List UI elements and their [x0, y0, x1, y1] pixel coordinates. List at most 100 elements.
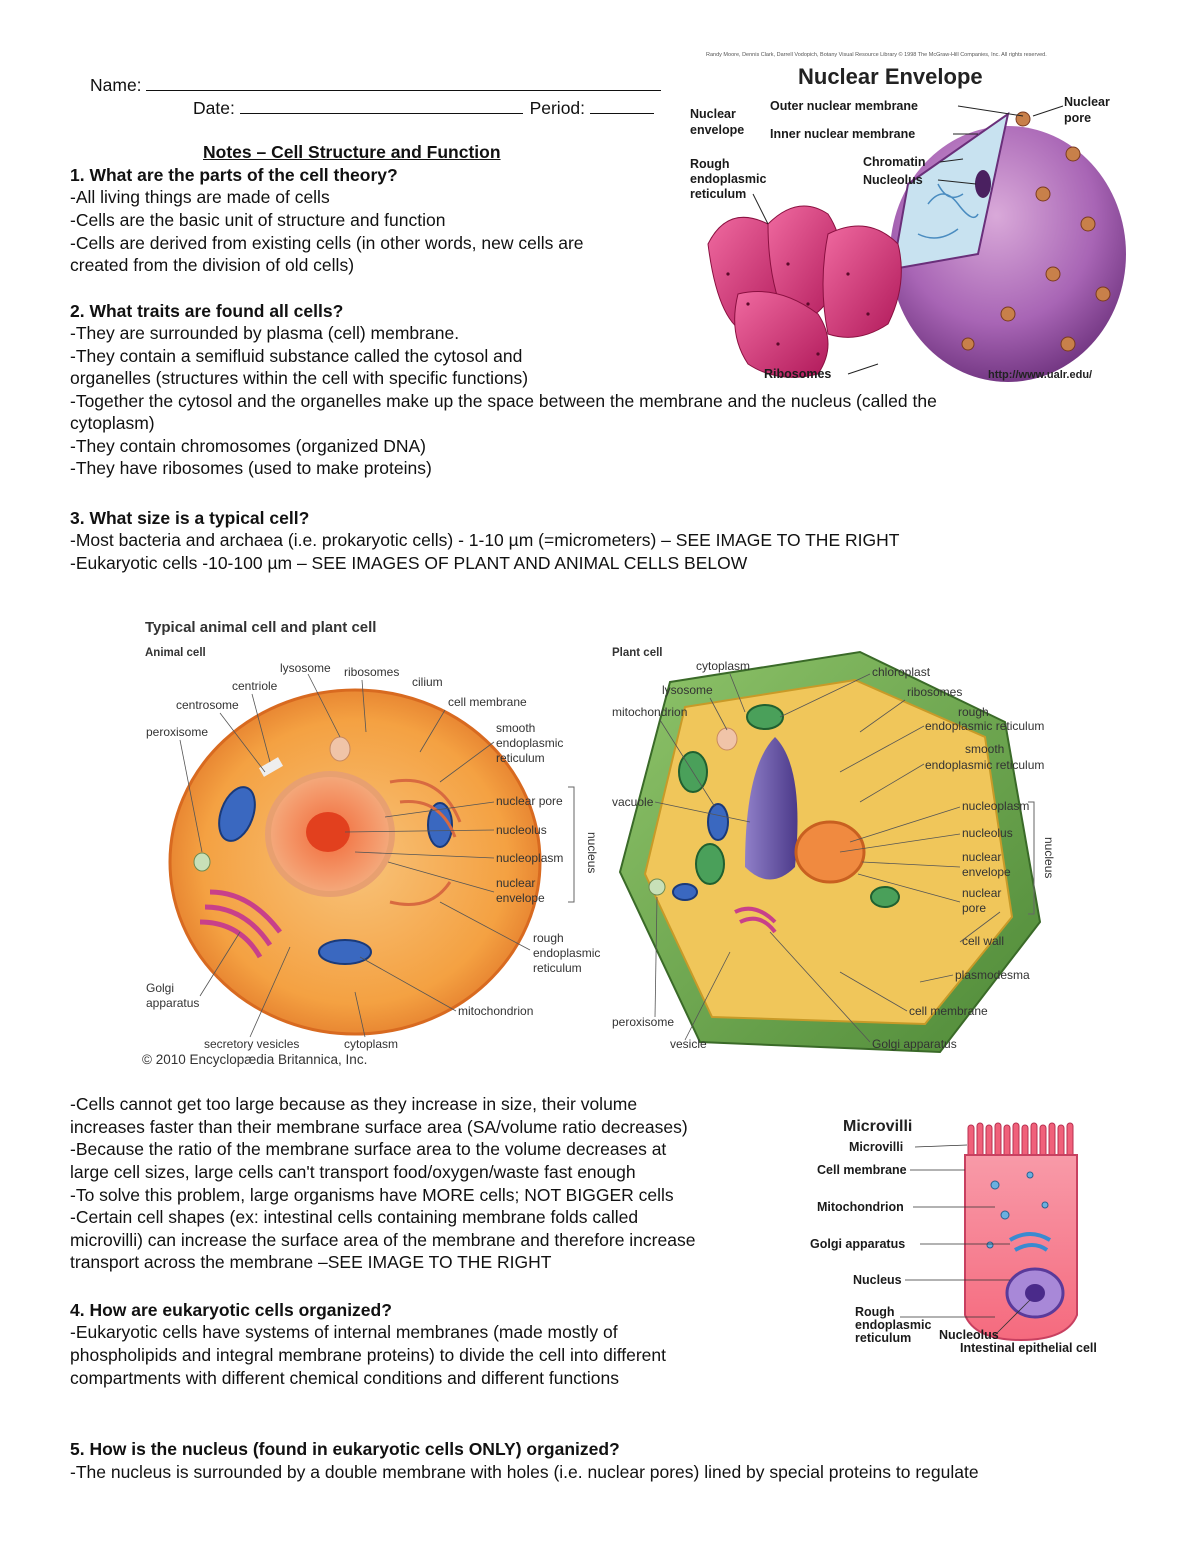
label-rer-1: Rough: [690, 157, 730, 171]
plant-label-rer-1: rough: [958, 705, 989, 719]
cells-figure-title: Typical animal cell and plant cell: [145, 619, 376, 636]
epithelial-golgi: [1008, 1232, 1052, 1252]
name-label: Name:: [90, 75, 142, 95]
period-blank[interactable]: [589, 95, 654, 114]
leader-line: [847, 363, 879, 375]
plant-label-cell-membrane: cell membrane: [909, 1004, 988, 1018]
animal-er: [389, 778, 462, 906]
plant-label-cell-wall: cell wall: [962, 934, 1004, 948]
section-2-line: -They contain a semifluid substance call…: [70, 346, 523, 366]
plant-label-ser-1: smooth: [965, 742, 1004, 756]
section-1-line: -All living things are made of cells: [70, 187, 330, 207]
animal-label-secretory: secretory vesicles: [204, 1037, 299, 1051]
animal-label-golgi-2: apparatus: [146, 996, 199, 1010]
plant-label-vesicle: vesicle: [670, 1037, 707, 1051]
section-3-line: -Eukaryotic cells -10-100 µm – SEE IMAGE…: [70, 553, 748, 573]
section-2-line: -They are surrounded by plasma (cell) me…: [70, 323, 460, 343]
plant-label-nucleus: nucleus: [1042, 837, 1056, 878]
mv-label-rer-3: reticulum: [855, 1331, 911, 1345]
label-nuclear-pore-1: Nuclear: [1064, 95, 1110, 109]
size-line: -Cells cannot get too large because as t…: [70, 1094, 638, 1114]
label-nuclear-envelope-2: envelope: [690, 123, 744, 137]
plant-peroxisome: [648, 878, 666, 896]
animal-label-peroxisome: peroxisome: [146, 725, 208, 739]
animal-label-ser-1: smooth: [496, 721, 535, 735]
animal-leader-lines: [179, 673, 531, 1038]
plant-chloroplasts: [678, 704, 900, 908]
label-rer-2: endoplasmic: [690, 172, 766, 186]
nuclear-credit: Randy Moore, Dennis Clark, Darrell Vodop…: [706, 51, 1047, 58]
mv-label-nucleolus: Nucleolus: [939, 1328, 999, 1342]
size-line: -Certain cell shapes (ex: intestinal cel…: [70, 1207, 639, 1227]
section-1-heading: 1. What are the parts of the cell theory…: [70, 165, 398, 185]
animal-peroxisome: [193, 852, 211, 872]
mv-label-cell-membrane: Cell membrane: [817, 1163, 907, 1177]
section-2-line: cytoplasm): [70, 413, 155, 433]
animal-plant-cell-figure: Typical animal cell and plant cell Anima…: [142, 619, 1056, 1067]
nucleolus-shape: [975, 170, 991, 198]
animal-label-rer-1: rough: [533, 931, 564, 945]
page-title: Notes – Cell Structure and Function: [203, 142, 501, 162]
epithelial-nucleolus: [1025, 1284, 1045, 1302]
animal-label-rer-3: reticulum: [533, 961, 582, 975]
section-2-line: organelles (structures within the cell w…: [70, 368, 529, 388]
section-4-line: phospholipids and integral membrane prot…: [70, 1345, 667, 1365]
plant-label-ribosomes: ribosomes: [907, 685, 962, 699]
animal-label-golgi-1: Golgi: [146, 981, 174, 995]
animal-cell-title: Animal cell: [145, 647, 206, 659]
name-blank[interactable]: [146, 72, 662, 91]
plant-lysosome: [716, 727, 738, 751]
section-5-line: -The nucleus is surrounded by a double m…: [70, 1462, 979, 1482]
date-blank[interactable]: [239, 95, 523, 114]
animal-label-nucleus: nucleus: [585, 832, 599, 873]
section-1-line: created from the division of old cells): [70, 255, 355, 275]
leader-line: [1032, 105, 1064, 117]
leader-line: [937, 179, 977, 185]
animal-nucleus-bracket: [568, 786, 575, 903]
label-nuclear-pore-2: pore: [1064, 111, 1091, 125]
plant-cell-title: Plant cell: [612, 647, 663, 659]
mv-label-golgi: Golgi apparatus: [810, 1237, 905, 1251]
animal-label-ribosomes: ribosomes: [344, 665, 399, 679]
nuclear-figure-title: Nuclear Envelope: [798, 64, 983, 89]
plant-label-nuclear-envelope-1: nuclear: [962, 850, 1001, 864]
animal-label-ser-2: endoplasmic: [496, 736, 563, 750]
mv-caption: Intestinal epithelial cell: [960, 1341, 1097, 1355]
animal-label-cilium: cilium: [412, 675, 443, 689]
section-4-heading: 4. How are eukaryotic cells organized?: [70, 1300, 392, 1320]
plant-label-nuclear-pore-2: pore: [962, 901, 986, 915]
animal-nucleolus: [306, 812, 350, 852]
plant-nucleus: [794, 820, 866, 884]
section-4-line: compartments with different chemical con…: [70, 1368, 619, 1388]
size-line: -Because the ratio of the membrane surfa…: [70, 1139, 667, 1159]
plant-label-peroxisome: peroxisome: [612, 1015, 674, 1029]
leader-line: [752, 193, 769, 225]
cells-copyright: © 2010 Encyclopædia Britannica, Inc.: [142, 1052, 367, 1067]
animal-label-cytoplasm: cytoplasm: [344, 1037, 398, 1051]
leader-line: [957, 105, 1024, 117]
animal-label-centriole: centriole: [232, 679, 278, 693]
plant-label-nuclear-pore-1: nuclear: [962, 886, 1001, 900]
animal-label-nuclear-envelope-2: envelope: [496, 891, 545, 905]
plant-nucleus-bracket: [1028, 801, 1035, 915]
animal-label-cell-membrane: cell membrane: [448, 695, 527, 709]
epithelial-vesicles: [986, 1171, 1049, 1249]
leader-line: [939, 158, 964, 163]
plant-golgi: [734, 906, 777, 934]
plant-label-chloroplast: chloroplast: [872, 665, 931, 679]
microvilli-fringe: [967, 1122, 1074, 1160]
section-2-line: -They contain chromosomes (organized DNA…: [70, 436, 426, 456]
microvilli-title: Microvilli: [843, 1118, 912, 1135]
plant-label-golgi: Golgi apparatus: [872, 1037, 957, 1051]
size-line: microvilli) can increase the surface are…: [70, 1230, 696, 1250]
label-outer-membrane: Outer nuclear membrane: [770, 99, 918, 113]
plant-vacuole: [745, 737, 798, 880]
microvilli-figure: Microvilli Microvilli Cell membrane Mito…: [810, 1118, 1097, 1355]
rough-er-shape: [707, 205, 902, 378]
section-2-line: -They have ribosomes (used to make prote…: [70, 458, 432, 478]
plant-mitochondria: [672, 803, 729, 901]
mv-label-rer-1: Rough: [855, 1305, 895, 1319]
animal-label-nuclear-envelope-1: nuclear: [496, 876, 535, 890]
mv-label-rer-2: endoplasmic: [855, 1318, 931, 1332]
plant-label-vacuole: vacuole: [612, 795, 654, 809]
